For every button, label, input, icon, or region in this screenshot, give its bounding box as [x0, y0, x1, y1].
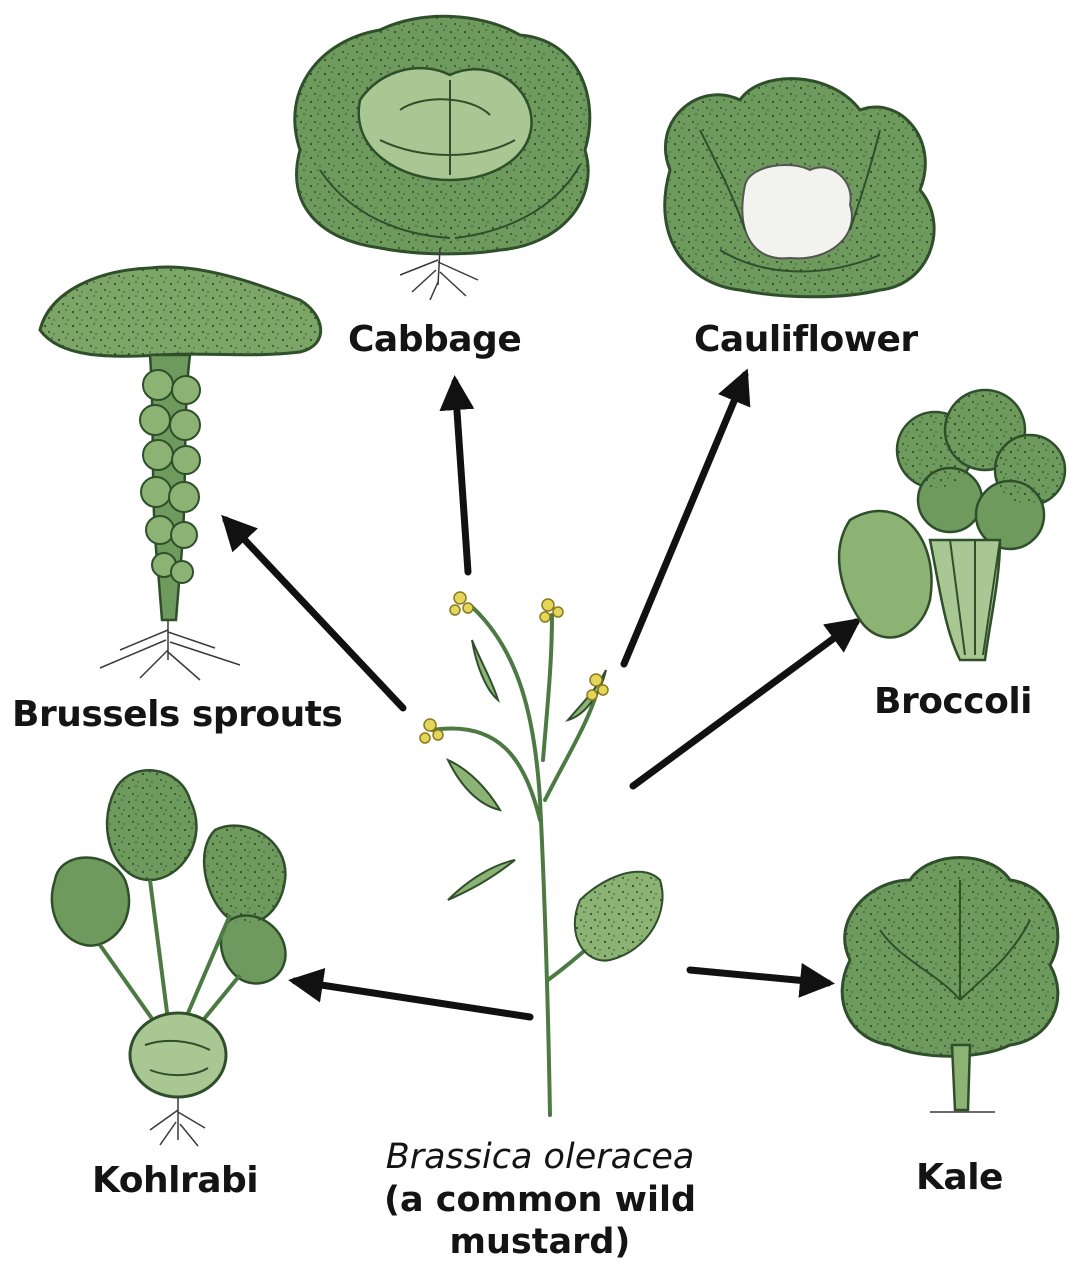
species-name: Brassica oleracea [290, 1136, 790, 1179]
arrow-to-kohlrabi [295, 981, 530, 1017]
cabbage-illustration [295, 16, 590, 300]
arrow-to-kale [690, 970, 828, 983]
kohlrabi-illustration [52, 770, 286, 1146]
brussels-sprouts-illustration [40, 267, 321, 680]
center-species-caption: Brassica oleracea (a common wild mustard… [290, 1136, 790, 1264]
arrow-to-broccoli [633, 622, 856, 786]
label-kale: Kale [916, 1160, 1003, 1196]
broccoli-illustration [839, 390, 1065, 660]
label-cabbage: Cabbage [348, 322, 521, 358]
label-brussels-sprouts: Brussels sprouts [12, 697, 342, 733]
common-name: (a common wild mustard) [290, 1179, 790, 1264]
kale-illustration [842, 858, 1058, 1113]
wild-mustard-illustration [420, 592, 663, 1115]
diagram-canvas [0, 0, 1076, 1233]
label-broccoli: Broccoli [874, 684, 1032, 720]
label-cauliflower: Cauliflower [694, 322, 918, 358]
arrow-to-brussels-sprouts [226, 520, 403, 708]
label-kohlrabi: Kohlrabi [92, 1163, 258, 1199]
arrow-to-cabbage [455, 382, 468, 572]
cauliflower-illustration [665, 79, 934, 297]
arrow-to-cauliflower [624, 375, 745, 664]
